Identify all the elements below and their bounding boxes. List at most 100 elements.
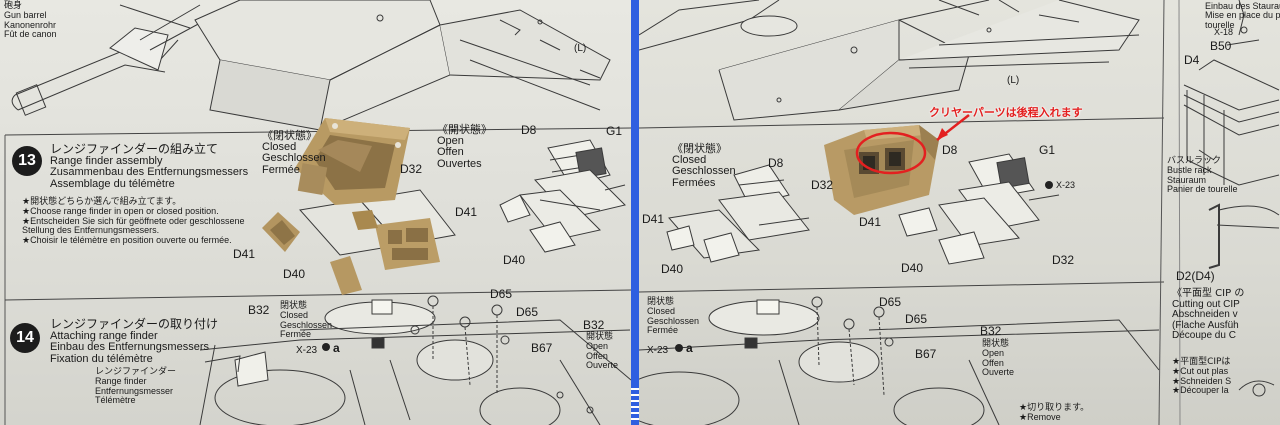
part-d40b-label: D40 bbox=[503, 253, 526, 267]
step-13-badge: 13 bbox=[12, 146, 42, 176]
step-13-closed-en: Closed bbox=[262, 140, 297, 153]
line-drawing-right bbox=[639, 0, 1280, 425]
cip-cutting-jp: 《平面型 CIP の bbox=[1172, 288, 1245, 299]
step-14-closed-fr: Fermée bbox=[280, 329, 312, 340]
part-b67-label: B67 bbox=[531, 341, 553, 355]
cip-note-1: ★平面型CIPは bbox=[1172, 357, 1231, 367]
part-d4-label: D4 bbox=[1184, 53, 1200, 67]
paint-x23-label: X-23 bbox=[296, 345, 318, 356]
right-step-14-closed-jp: 閉状態 bbox=[647, 297, 675, 307]
part-b32b-label: B32 bbox=[583, 318, 605, 332]
gun-barrel-label-fr: Fût de canon bbox=[4, 29, 57, 40]
part-d32-label: D32 bbox=[400, 162, 423, 176]
cip-note-4: ★Découper la bbox=[1172, 385, 1229, 396]
step-13-closed-fr: Fermée bbox=[262, 163, 300, 176]
cip-cutting-en: Cutting out CIP bbox=[1172, 298, 1240, 310]
remove-note: ★切り取ります。 ★Remove bbox=[1019, 403, 1090, 423]
paint-a-label: a bbox=[333, 341, 340, 355]
part-g1-label: G1 bbox=[606, 124, 623, 138]
step-14-title: レンジファインダーの取り付け Attaching range finder Ei… bbox=[50, 318, 218, 365]
right-step-14-closed-label: 閉状態 Closed Geschlossen Fermée bbox=[647, 297, 699, 336]
right-part-d41-label: D41 bbox=[642, 212, 665, 226]
step-13-note-en: ★Choose range finder in open or closed p… bbox=[22, 206, 219, 217]
cip-instruction-notes: ★平面型CIPは ★Cut out plas ★Schneiden S ★Déc… bbox=[1172, 357, 1232, 396]
right-step-13-closed-fr: Fermées bbox=[672, 176, 716, 189]
right-part-d65a-label: D65 bbox=[879, 295, 902, 309]
right-step-14-x23-label: X-23 bbox=[647, 345, 669, 356]
step-14-open-de: Offen bbox=[586, 350, 608, 361]
step-14-open-jp: 開状態 bbox=[586, 332, 614, 342]
right-part-d40-label: D40 bbox=[661, 262, 684, 276]
step-13-closed-label: 《閉状態》 Closed Geschlossen Fermée bbox=[262, 130, 326, 176]
right-step-14-open-en: Open bbox=[982, 348, 1005, 359]
cip-cutting-de2: (Flache Ausfüh bbox=[1172, 319, 1239, 331]
step-13-title-de: Zusammenbau des Entfernungsmessers bbox=[50, 166, 249, 179]
right-part-b32-label: B32 bbox=[980, 324, 1002, 338]
line-drawing-left bbox=[4, 0, 631, 425]
part-d2-d4-label: D2(D4) bbox=[1176, 269, 1215, 283]
turret-rack-note-3: tourelle bbox=[1205, 19, 1235, 30]
cip-cutting-fr: Découpe du C bbox=[1172, 330, 1236, 341]
paint-dot-icon bbox=[322, 343, 330, 351]
step-14-title-jp: レンジファインダーの取り付け bbox=[50, 317, 219, 331]
part-d41b-label: D41 bbox=[455, 205, 478, 219]
step-13-open-fr: Ouvertes bbox=[437, 157, 482, 170]
step-13-open-jp: 《開状態》 bbox=[437, 123, 492, 136]
step-13-note: ★開状態どちらか選んで組み立てます。 ★Choose range finder … bbox=[22, 197, 245, 245]
right-step-14-open-fr: Ouverte bbox=[982, 367, 1015, 378]
bustle-rack-label-jp: バスルラック bbox=[1167, 156, 1222, 166]
right-part-g1-label: G1 bbox=[1039, 143, 1056, 157]
step-13-note-de2: Stellung des Entfernungsmessers. bbox=[22, 225, 160, 236]
right-paint-dot-icon bbox=[1045, 181, 1053, 189]
gun-barrel-label-jp: 砲身 bbox=[4, 1, 23, 11]
right-step-13-closed-label: 《閉状態》 Closed Geschlossen Fermées bbox=[672, 143, 736, 189]
step-13-closed-de: Geschlossen bbox=[262, 152, 326, 165]
right-step-14-paint-dot-icon bbox=[675, 344, 683, 352]
right-step-14-open-label: 開状態 Open Offen Ouverte bbox=[982, 339, 1015, 378]
left-mark-label: (L) bbox=[574, 43, 587, 54]
part-d41-label: D41 bbox=[233, 247, 256, 261]
step-14-closed-en: Closed bbox=[280, 310, 309, 321]
right-step-13-closed-jp: 《閉状態》 bbox=[672, 142, 727, 155]
step-13-open-de: Offen bbox=[437, 146, 464, 159]
step-14-badge: 14 bbox=[10, 323, 40, 353]
range-finder-label-de: Entfernungsmesser bbox=[95, 385, 174, 396]
highlight-ellipse bbox=[855, 131, 927, 175]
step-13-note-jp: ★開状態どちらか選んで組み立てます。 bbox=[22, 197, 182, 207]
tan-parts-photo-left bbox=[262, 118, 440, 295]
turret-rack-note-2: Mise en place du panie bbox=[1205, 10, 1280, 21]
gun-barrel-label: 砲身 Gun barrel Kanonenrohr Fût de canon bbox=[4, 1, 57, 40]
step-14-title-de: Einbau des Entfernungsmessers bbox=[50, 341, 209, 354]
turret-rack-note-1: Einbau des Stauraum bbox=[1205, 1, 1280, 11]
step-14-title-en: Attaching range finder bbox=[50, 329, 158, 342]
clear-parts-later-annotation: クリヤーパーツは後程入れます bbox=[929, 106, 1083, 119]
step-13-title-jp: レンジファインダーの組み立て bbox=[50, 142, 219, 156]
range-finder-label-jp: レンジファインダー bbox=[95, 367, 177, 377]
right-part-d32-label: D32 bbox=[811, 178, 834, 192]
gun-barrel-label-de: Kanonenrohr bbox=[4, 19, 57, 30]
right-step-14-closed-en: Closed bbox=[647, 306, 676, 317]
part-b32-label: B32 bbox=[248, 303, 270, 317]
instruction-photo-left: 砲身 Gun barrel Kanonenrohr Fût de canon (… bbox=[0, 0, 631, 425]
turret-rack-note: Einbau des Stauraum Mise en place du pan… bbox=[1205, 1, 1280, 30]
part-b50-label: B50 bbox=[1210, 39, 1232, 53]
instruction-photo-right: (L) Einbau des Stauraum Mise en place du… bbox=[639, 0, 1280, 425]
right-part-d32b-label: D32 bbox=[1052, 253, 1075, 267]
cip-cutting-de1: Abschneiden v bbox=[1172, 309, 1238, 320]
remove-note-en: ★Remove bbox=[1019, 412, 1061, 423]
bustle-rack-label-de: Stauraum bbox=[1167, 174, 1207, 185]
step-13-note-fr: ★Choisir le télémètre en position ouvert… bbox=[22, 234, 232, 245]
range-finder-label: レンジファインダー Range finder Entfernungsmesser… bbox=[95, 367, 177, 406]
bustle-rack-label-fr: Panier de tourelle bbox=[1167, 184, 1238, 195]
cip-note-3: ★Schneiden S bbox=[1172, 375, 1232, 386]
right-part-d40b-label: D40 bbox=[901, 261, 924, 275]
gun-barrel-label-en: Gun barrel bbox=[4, 10, 47, 21]
right-step-14-closed-fr: Fermée bbox=[647, 325, 679, 336]
paint-x18-label: X-18 bbox=[1214, 27, 1234, 37]
right-part-d8a-label: D8 bbox=[768, 156, 784, 170]
step-14-closed-label: 閉状態 Closed Geschlossen Fermée bbox=[280, 301, 332, 340]
step-14-closed-jp: 閉状態 bbox=[280, 301, 308, 311]
part-d40-label: D40 bbox=[283, 267, 306, 281]
remove-note-jp: ★切り取ります。 bbox=[1019, 403, 1090, 413]
